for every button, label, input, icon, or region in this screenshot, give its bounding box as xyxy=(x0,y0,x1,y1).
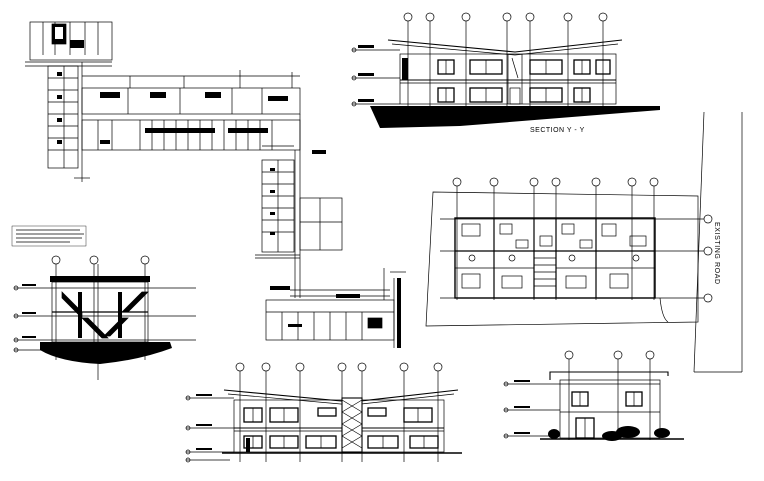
stair-section xyxy=(11,225,196,380)
site-plan xyxy=(25,21,406,348)
existing-road-label: EXISTING ROAD xyxy=(713,222,720,285)
floor-plan xyxy=(425,111,743,373)
front-elevation xyxy=(185,362,462,463)
section-y-y-title: SECTION Y - Y xyxy=(530,127,585,134)
section-y-y-drawing xyxy=(351,12,660,128)
side-elevation xyxy=(503,350,684,441)
